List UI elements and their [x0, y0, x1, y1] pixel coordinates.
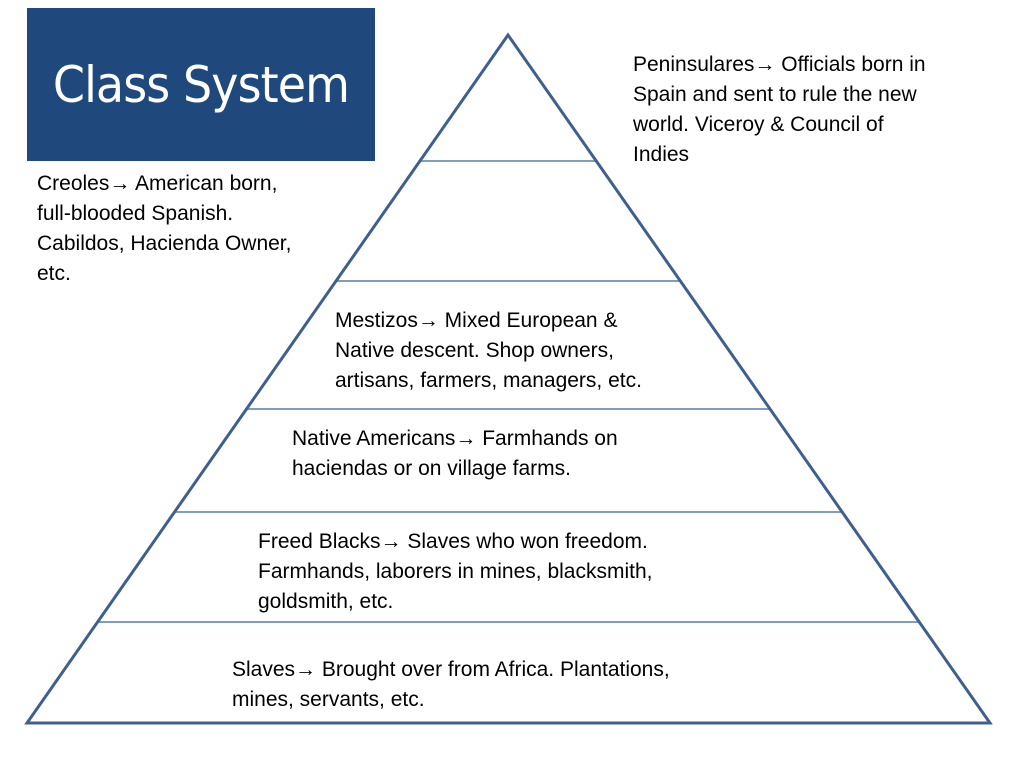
- slide-title: Class System: [52, 55, 350, 114]
- tier-native-americans-label: Native Americans→ Farmhands on haciendas…: [292, 427, 618, 480]
- tier-peninsulares-label: Peninsulares→ Officials born in Spain an…: [633, 53, 926, 166]
- tier-slaves-label: Slaves→ Brought over from Africa. Planta…: [232, 658, 670, 711]
- tier-mestizos-label: Mestizos→ Mixed European & Native descen…: [335, 309, 642, 392]
- tier-creoles-label: Creoles→ American born, full-blooded Spa…: [37, 172, 292, 285]
- tier-freed-blacks-label: Freed Blacks→ Slaves who won freedom. Fa…: [258, 530, 653, 613]
- pyramid-outline: [24, 32, 993, 725]
- title-box: Class System: [27, 8, 375, 161]
- pyramid-dividers: [98, 160, 919, 623]
